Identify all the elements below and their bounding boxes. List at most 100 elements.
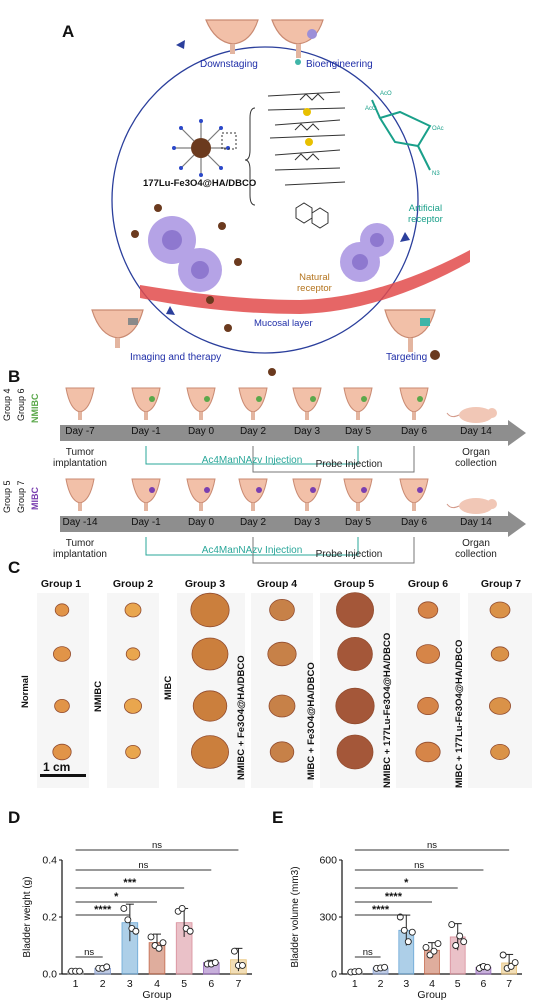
- data-point: [483, 963, 491, 971]
- x-tick-label: 3: [403, 978, 409, 990]
- mucosal-layer-label: Mucosal layer: [254, 318, 313, 329]
- timeline-bladder-icon: [238, 478, 268, 511]
- timeline-bladder-icon: [131, 387, 161, 420]
- panel-label-d: D: [8, 808, 21, 827]
- data-point: [186, 927, 194, 935]
- data-point: [178, 904, 186, 912]
- timeline1-group-a: Group 4: [2, 388, 12, 421]
- timeline1-group-b: Group 6: [16, 388, 26, 421]
- bladder-specimen: [415, 644, 440, 664]
- group-title: Group 6: [407, 578, 449, 590]
- cancer-cell-icon: [148, 216, 394, 292]
- timeline-bladder-icon: [186, 387, 216, 420]
- small-nanoparticle-icon: [131, 204, 440, 376]
- data-point: [159, 939, 167, 947]
- artificial-receptor-label: Artificial receptor: [408, 203, 443, 225]
- y-tick-label: 600: [319, 855, 337, 867]
- data-point: [238, 961, 246, 969]
- data-point: [460, 938, 468, 946]
- bladder-specimen: [268, 694, 296, 718]
- ha-structure-diagram: [244, 91, 346, 229]
- step-targeting: Targeting: [386, 352, 428, 363]
- injection2-label: Probe Injection: [315, 549, 383, 560]
- data-point: [408, 928, 416, 936]
- bladder-specimen: [415, 741, 441, 763]
- y-tick-label: 300: [319, 912, 337, 924]
- bladder-specimen: [269, 741, 295, 763]
- bladder-specimen: [192, 690, 228, 722]
- row-label-g6: NMIBC + 177Lu-Fe3O4@HA/DBCO: [382, 632, 393, 788]
- bladder-specimen: [335, 592, 374, 628]
- t1-day: Day -7: [65, 426, 95, 437]
- row-label-mibc: MIBC: [163, 675, 174, 700]
- t2-day: Day 14: [460, 517, 492, 528]
- y-axis-label: Bladder volume (mm3): [290, 866, 301, 967]
- significance-label: ***: [123, 877, 137, 889]
- data-point: [103, 963, 111, 971]
- significance-label: ns: [427, 840, 437, 851]
- svg-text:AcO: AcO: [365, 106, 377, 112]
- data-point: [76, 967, 84, 975]
- timeline-bladder-icon: [292, 478, 322, 511]
- x-tick-label: 1: [73, 978, 79, 990]
- timeline2-type: MIBC: [30, 487, 40, 510]
- t1-day: Day 2: [239, 426, 267, 437]
- x-tick-label: 7: [506, 978, 512, 990]
- t2-day: Day 2: [239, 517, 267, 528]
- t2-day: Day 6: [400, 517, 428, 528]
- significance-label: ns: [84, 947, 94, 958]
- x-tick-label: 3: [127, 978, 133, 990]
- natural-receptor-label: Natural receptor: [297, 272, 332, 294]
- step-imaging: Imaging and therapy: [130, 352, 222, 363]
- y-tick-label: 0.0: [42, 969, 57, 981]
- data-point: [132, 927, 140, 935]
- mouse-icon: [446, 407, 497, 423]
- timeline-bladder-icon: [399, 387, 429, 420]
- cycle-arrow: [166, 306, 175, 315]
- bladder-specimen: [52, 743, 72, 761]
- group-title: Group 5: [333, 578, 375, 590]
- timeline-bladder-icon: [65, 478, 95, 511]
- data-point: [355, 967, 363, 975]
- bladder-specimen: [124, 602, 142, 618]
- timeline2-group-a: Group 5: [2, 480, 12, 513]
- group-title: Group 7: [480, 578, 522, 590]
- significance-label: ****: [372, 904, 390, 916]
- row-label-g4: NMIBC + Fe3O4@HA/DBCO: [236, 655, 247, 780]
- bladder-specimen: [336, 734, 374, 770]
- t1-day: Day 0: [187, 426, 215, 437]
- injection1-label: Ac4ManNAzv Injection: [201, 455, 303, 466]
- bladder-specimen: [54, 603, 70, 617]
- step-downstaging: Downstaging: [200, 59, 258, 70]
- y-tick-label: 0.4: [42, 855, 57, 867]
- timeline-arrow-2: [60, 511, 526, 537]
- x-tick-label: 7: [236, 978, 242, 990]
- bladder-specimen: [190, 592, 230, 628]
- panel-label-c: C: [8, 558, 21, 577]
- data-point: [400, 926, 408, 934]
- cycle-circle: [111, 46, 419, 354]
- x-tick-label: 4: [154, 978, 160, 990]
- data-point: [422, 943, 430, 951]
- significance-label: ns: [138, 860, 148, 871]
- tumor-implantation-label: Tumor implantation: [53, 538, 107, 560]
- bladder-specimen: [337, 637, 373, 672]
- data-point: [147, 933, 155, 941]
- injection2-label: Probe Injection: [315, 459, 383, 470]
- x-tick-label: 2: [100, 978, 106, 990]
- organ-collection-label: Organ collection: [455, 447, 497, 469]
- significance-label: *: [404, 877, 409, 889]
- x-tick-label: 5: [455, 978, 461, 990]
- cycle-arrow: [176, 40, 185, 49]
- step-bioengineering: Bioengineering: [306, 59, 373, 70]
- panel-label-e: E: [272, 808, 284, 827]
- svg-text:AcO: AcO: [380, 91, 392, 97]
- t1-day: Day 6: [400, 426, 428, 437]
- t1-day: Day -1: [131, 426, 161, 437]
- bladder-specimen: [269, 598, 295, 622]
- injection1-label: Ac4ManNAzv Injection: [201, 545, 303, 556]
- scale-bar-label: 1 cm: [43, 760, 71, 774]
- cycle-arrow: [400, 232, 410, 242]
- x-tick-label: 6: [481, 978, 487, 990]
